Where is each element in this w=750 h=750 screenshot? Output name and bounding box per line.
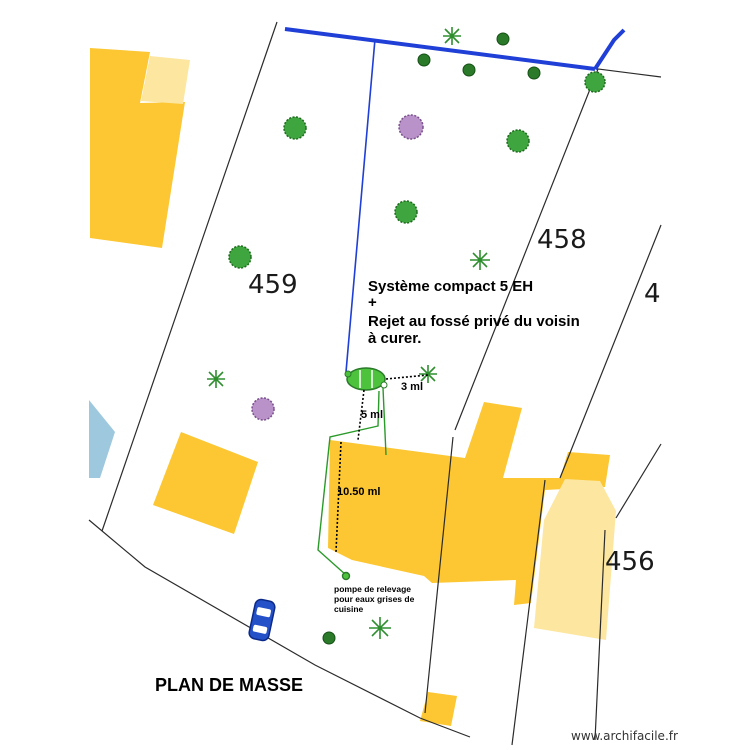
parcel-number-458: 458: [537, 225, 587, 255]
system-note-line-2: +: [368, 294, 377, 311]
dimension-3ml: 3 ml: [401, 381, 423, 393]
tree-flowering: [251, 397, 275, 421]
tree: [228, 245, 252, 269]
plan-title: PLAN DE MASSE: [155, 675, 303, 695]
dimension-5ml: 5 ml: [361, 409, 383, 421]
shrub: [496, 32, 510, 46]
pump-label-line-3: cuisine: [334, 604, 364, 614]
credit-watermark: www.archifacile.fr: [571, 729, 678, 743]
boundary-456: [615, 443, 662, 519]
compact-system: [344, 367, 388, 391]
system-note-line-1: Système compact 5 EH: [368, 278, 533, 295]
shrub: [462, 63, 476, 77]
pump-node: [341, 571, 351, 581]
tree: [506, 129, 530, 153]
evacuation-pipe: [284, 27, 626, 373]
shrub: [322, 631, 336, 645]
palm-plant: [419, 365, 437, 383]
house-main: [328, 402, 610, 605]
parcel-number-456: 456: [605, 547, 655, 577]
water-area: [89, 400, 115, 478]
greywater-pipes: [317, 387, 387, 581]
building-left-main: [90, 48, 185, 248]
pump-label-line-2: pour eaux grises de: [334, 594, 415, 604]
boundary-456-west: [594, 529, 606, 741]
parcel-number-459: 459: [248, 270, 298, 300]
palm-plant: [207, 370, 225, 388]
boundary-459-west: [101, 21, 278, 532]
system-note-line-3: Rejet au fossé privé du voisin: [368, 313, 580, 330]
pump-label-line-1: pompe de relevage: [334, 584, 411, 594]
tree: [394, 200, 418, 224]
vegetation: [207, 27, 606, 645]
dimension-10-50ml: 10.50 ml: [337, 486, 380, 498]
boundary-458-east: [559, 224, 662, 479]
dimension-lines: [335, 374, 429, 553]
palm-plant: [443, 27, 461, 45]
building-left-annex: [141, 56, 190, 104]
shrub: [527, 66, 541, 80]
shrub: [417, 53, 431, 67]
palm-plant: [369, 617, 391, 639]
system-outlet-node: [380, 381, 388, 389]
palm-plant: [470, 250, 490, 270]
system-inlet-node: [344, 370, 352, 378]
building-bottom: [420, 692, 457, 726]
parcel-number-partial: 4: [644, 279, 661, 309]
system-note-line-4: à curer.: [368, 330, 421, 347]
outbuilding-459: [153, 432, 258, 534]
road-edge: [88, 519, 471, 738]
boundary-lower-2: [511, 479, 546, 746]
boundary-lower-1: [424, 436, 454, 714]
tree: [584, 71, 606, 93]
building-456-light: [534, 479, 616, 640]
tree: [283, 116, 307, 140]
car-icon: [248, 598, 276, 642]
boundary-459-458: [454, 68, 599, 431]
tree-flowering: [398, 114, 424, 140]
